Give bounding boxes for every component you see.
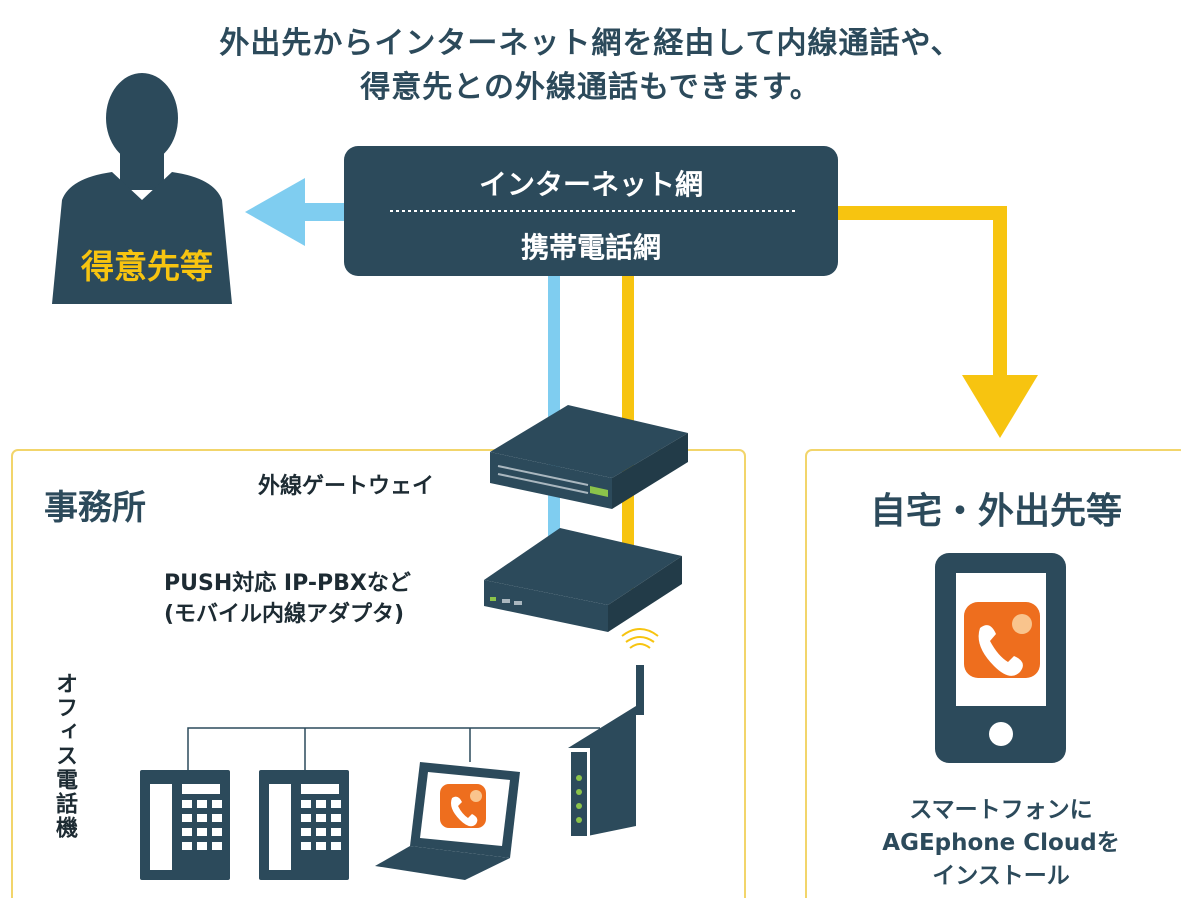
office-wiring (187, 727, 600, 770)
gateway-label: 外線ゲートウェイ (258, 474, 435, 499)
home-box (805, 449, 1181, 898)
office-phones-label: オフィス電話機 (52, 672, 77, 840)
wifi-icon (621, 628, 659, 649)
app-icon (964, 602, 1040, 678)
router-icon (568, 665, 644, 840)
client-label: 得意先等 (81, 247, 213, 286)
home-title: 自宅・外出先等 (869, 491, 1122, 532)
desk-phone-icon (259, 770, 349, 880)
headline-line-1: 外出先からインターネット網を経由して内線通話や、 (219, 26, 962, 61)
yellow-arrow-head (962, 375, 1038, 438)
person-icon (52, 73, 232, 304)
home-caption-line-2: AGEphone Cloudを (882, 830, 1120, 856)
pbx-label-line-2: (モバイル内線アダプタ) (164, 602, 405, 627)
mobile-network-label: 携帯電話網 (520, 231, 661, 264)
laptop-icon (375, 762, 520, 880)
pbx-icon (484, 528, 682, 632)
smartphone-icon (935, 553, 1066, 763)
gateway-icon (490, 405, 688, 509)
office-title: 事務所 (44, 488, 146, 528)
pbx-label-line-1: PUSH対応 IP-PBXなど (164, 571, 411, 596)
blue-arrow-head (245, 178, 305, 246)
home-caption-line-3: インストール (932, 863, 1070, 889)
office-box (11, 449, 746, 898)
internet-label: インターネット網 (478, 168, 703, 201)
home-caption-line-1: スマートフォンに (909, 797, 1093, 823)
headline-line-2: 得意先との外線通話もできます。 (360, 70, 821, 105)
blue-arrow-shaft (300, 203, 350, 221)
yellow-horizontal-line (835, 206, 1006, 220)
app-icon (440, 784, 486, 828)
desk-phone-icon (140, 770, 230, 880)
yellow-down-line (993, 206, 1007, 378)
